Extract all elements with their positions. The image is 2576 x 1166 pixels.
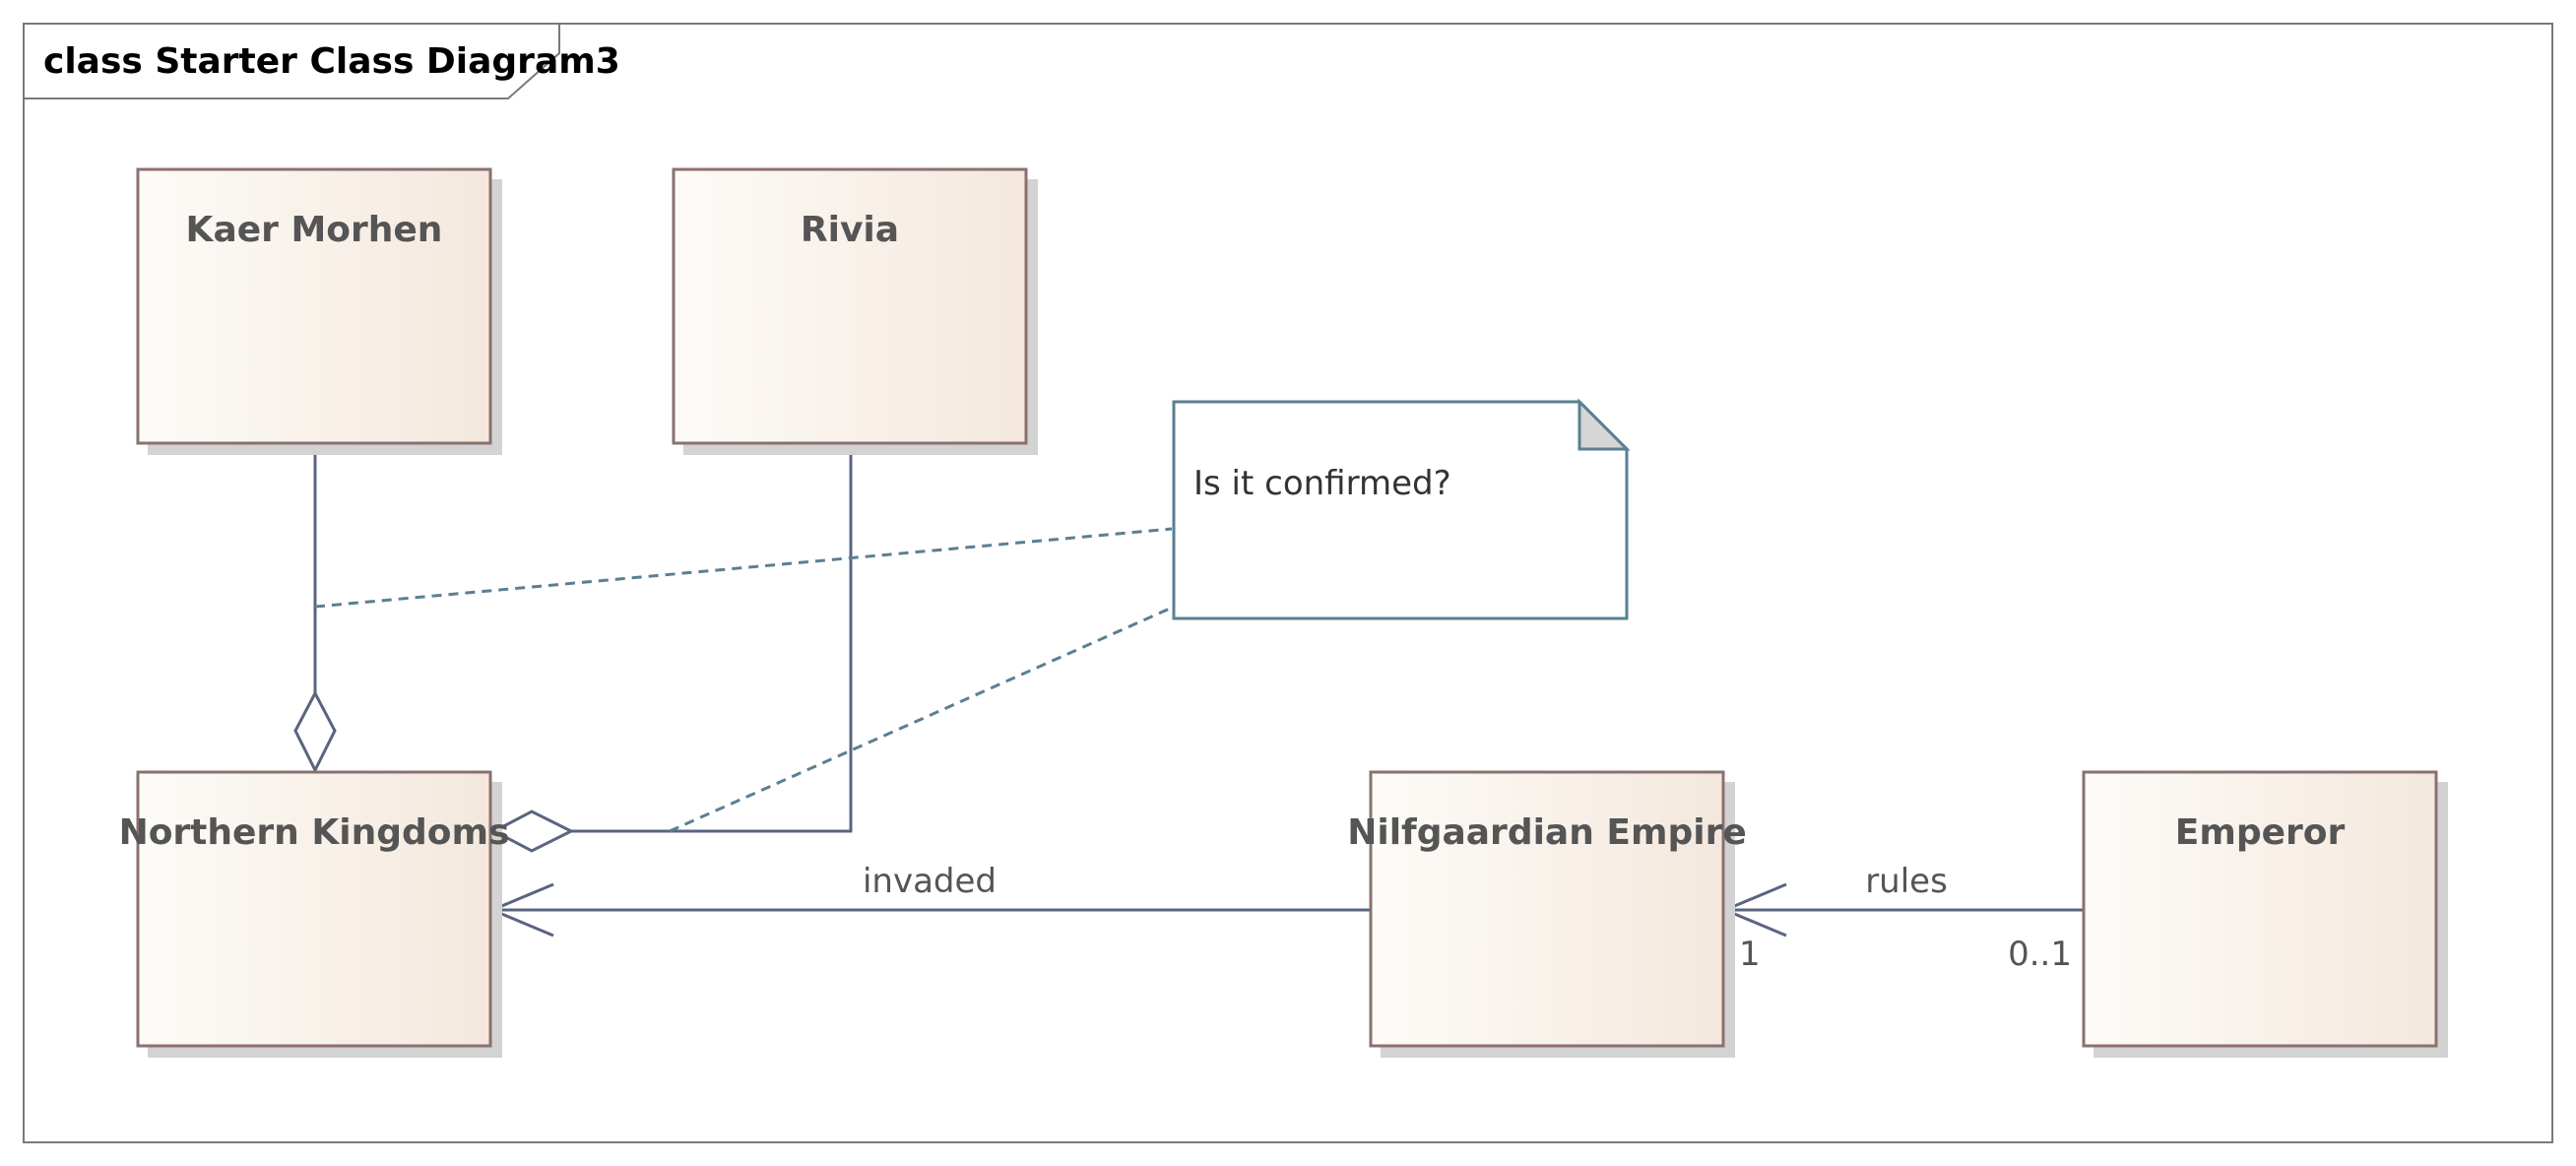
multiplicity-source: 0..1 <box>2008 935 2072 974</box>
class-nilfgaardian-empire[interactable]: Nilfgaardian Empire <box>1347 770 1747 1058</box>
association-label-rules: rules <box>1865 862 1948 901</box>
aggregation-diamond-horizontal <box>490 810 575 853</box>
note-fold-corner <box>1578 398 1631 451</box>
multiplicity-target: 1 <box>1739 935 1761 974</box>
frame-title: class Starter Class Diagram3 <box>43 41 620 82</box>
class-name-northern-kingdoms: Northern Kingdoms <box>119 812 510 853</box>
aggregation-diamond-vertical <box>293 689 337 774</box>
note-anchor-kaer-morhen[interactable] <box>314 527 1173 609</box>
connectors <box>293 443 2084 938</box>
class-northern-kingdoms[interactable]: Northern Kingdoms <box>119 770 510 1058</box>
association-label-invaded: invaded <box>863 862 997 901</box>
note-text: Is it confirmed? <box>1193 464 1451 503</box>
class-name-nilfgaardian-empire: Nilfgaardian Empire <box>1347 812 1747 853</box>
class-rivia[interactable]: Rivia <box>672 167 1038 455</box>
class-emperor[interactable]: Emperor <box>2082 770 2448 1058</box>
class-name-emperor: Emperor <box>2175 812 2346 853</box>
note[interactable]: Is it confirmed? <box>1172 398 1631 620</box>
class-kaer-morhen[interactable]: Kaer Morhen <box>136 167 502 455</box>
class-name-kaer-morhen: Kaer Morhen <box>186 210 443 250</box>
note-anchor-rivia[interactable] <box>669 606 1173 833</box>
aggregation-rivia-line[interactable] <box>571 443 853 833</box>
class-name-rivia: Rivia <box>801 210 899 250</box>
